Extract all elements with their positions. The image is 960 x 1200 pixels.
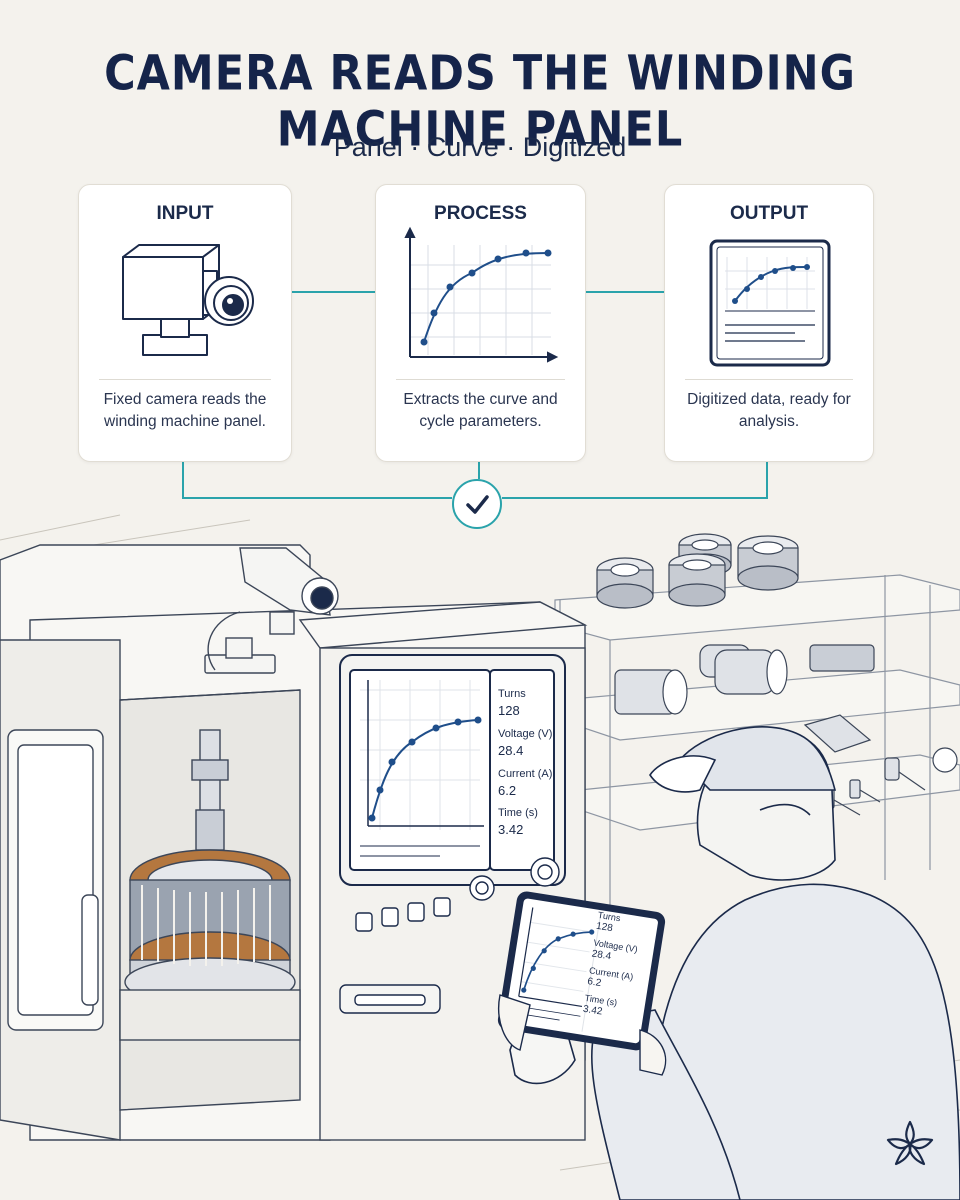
- hmi-value-voltage: 28.4: [498, 743, 524, 758]
- hmi-label-turns: Turns: [498, 688, 526, 700]
- check-icon: [466, 495, 489, 514]
- page-title: CAMERA READS THE WINDING MACHINE PANEL: [104, 46, 856, 158]
- process-card: PROCESS Extracts the curve and cycle par…: [375, 184, 586, 462]
- check-badge: [452, 479, 502, 529]
- hmi-value-turns: 128: [498, 703, 520, 718]
- hmi-label-current: Current (A): [498, 768, 553, 780]
- tablet-value-turns: 128: [595, 920, 614, 935]
- digitized-report-icon: [709, 239, 831, 367]
- page-subtitle: Panel · Curve · Digitized: [333, 132, 627, 162]
- connector-bottom-bracket: [182, 460, 768, 499]
- tablet-value-current: 6.2: [586, 976, 603, 990]
- curve-graph-icon: [404, 226, 559, 363]
- output-card-divider: [685, 379, 853, 380]
- process-card-divider: [396, 379, 565, 380]
- input-card-text: Fixed camera reads the winding machine p…: [103, 391, 267, 430]
- output-card-text: Digitized data, ready for analysis.: [687, 391, 851, 430]
- factory-scene-illustration: [0, 514, 960, 1200]
- hmi-value-time: 3.42: [498, 822, 524, 837]
- process-card-heading: PROCESS: [434, 203, 527, 224]
- input-card-divider: [99, 379, 271, 380]
- input-card-heading: INPUT: [156, 203, 214, 224]
- hmi-value-current: 6.2: [498, 783, 517, 798]
- output-card: OUTPUT Digitized data, ready for analysi…: [664, 184, 874, 462]
- brand-logo-icon: [886, 1120, 934, 1166]
- hmi-label-voltage: Voltage (V): [498, 728, 553, 740]
- camera-icon: [122, 244, 254, 356]
- process-card-text: Extracts the curve and cycle parameters.: [403, 391, 558, 430]
- flow-connectors: [182, 291, 768, 499]
- hmi-label-time: Time (s): [498, 807, 538, 819]
- output-card-heading: OUTPUT: [729, 203, 809, 224]
- input-card: INPUT Fixed camera reads the winding mac…: [78, 184, 292, 462]
